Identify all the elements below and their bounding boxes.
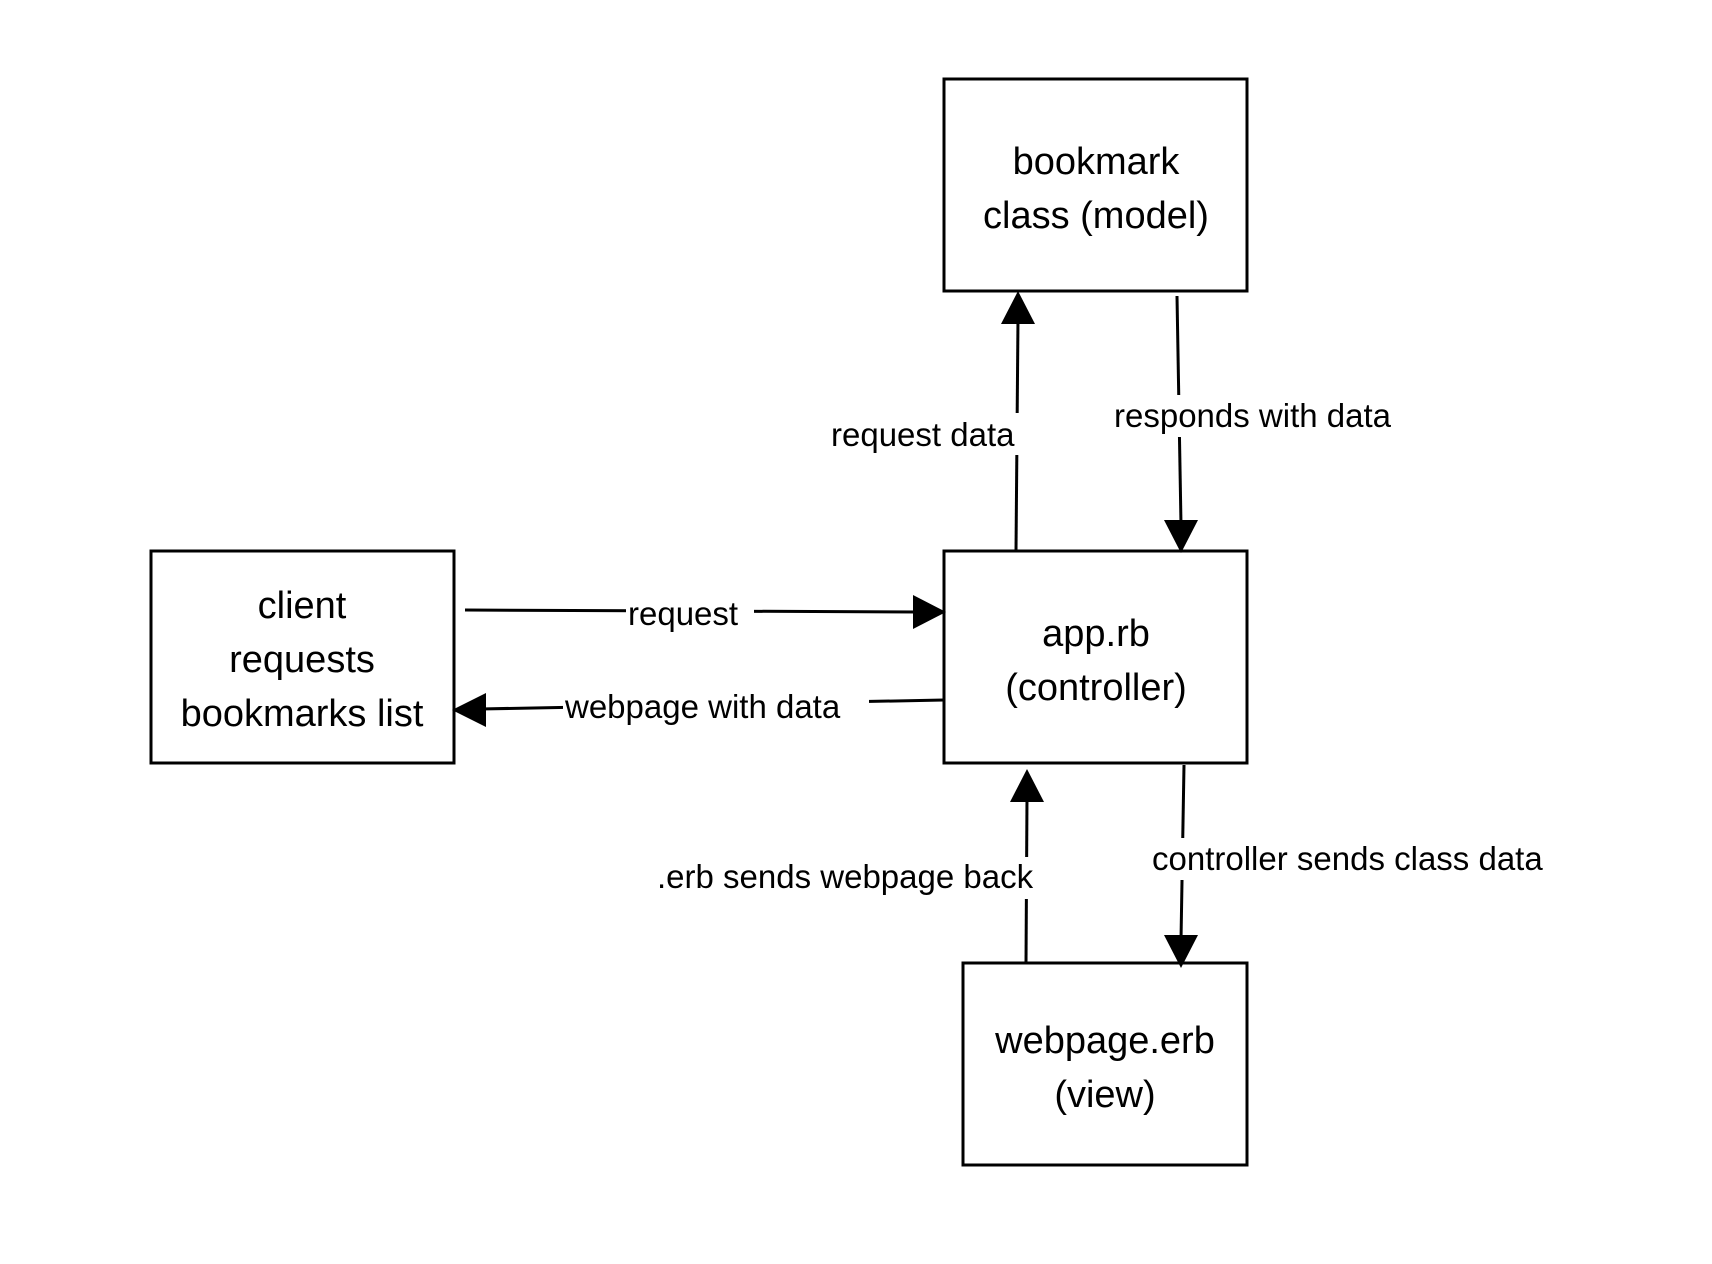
edge-request-data-label: request data bbox=[831, 416, 1015, 453]
edge-erb-sends-back-arrowhead bbox=[1010, 769, 1044, 802]
controller-box bbox=[942, 549, 1249, 765]
edge-controller-sends-arrowhead bbox=[1164, 935, 1198, 968]
model-label-line-2: class (model) bbox=[983, 195, 1209, 237]
controller-label-line-2: (controller) bbox=[1005, 667, 1187, 709]
edge-request-label: request bbox=[628, 595, 738, 632]
client-node: client requests bookmarks list bbox=[149, 549, 456, 765]
edge-request-data: request data bbox=[829, 291, 1035, 552]
controller-node: app.rb (controller) bbox=[942, 549, 1249, 765]
edge-request: request bbox=[464, 595, 946, 632]
edge-webpage-with-data-arrowhead bbox=[452, 693, 486, 727]
client-box bbox=[149, 549, 456, 765]
model-label-line-1: bookmark bbox=[1013, 141, 1181, 183]
edge-responds-with-data-label: responds with data bbox=[1114, 397, 1392, 434]
edge-webpage-with-data-label: webpage with data bbox=[564, 688, 841, 725]
view-node: webpage.erb (view) bbox=[961, 961, 1249, 1167]
client-label-line-3: bookmarks list bbox=[181, 693, 424, 735]
edge-request-data-arrowhead bbox=[1001, 291, 1035, 324]
edge-responds-with-data-arrowhead bbox=[1164, 520, 1198, 553]
edge-request-label-bg bbox=[626, 596, 754, 632]
controller-label-line-1: app.rb bbox=[1042, 613, 1150, 655]
edge-erb-sends-back-label-bg bbox=[655, 857, 1071, 899]
edge-webpage-with-data-label-bg bbox=[563, 688, 869, 728]
client-label-line-1: client bbox=[258, 585, 347, 627]
edge-erb-sends-back-label: .erb sends webpage back bbox=[657, 858, 1034, 895]
client-label-line-2: requests bbox=[229, 639, 375, 681]
edge-controller-sends-label-bg bbox=[1150, 838, 1584, 880]
edge-controller-sends-label: controller sends class data bbox=[1152, 840, 1543, 877]
model-box bbox=[942, 77, 1249, 293]
view-label-line-2: (view) bbox=[1054, 1074, 1155, 1116]
view-label-line-1: webpage.erb bbox=[994, 1020, 1215, 1062]
edge-request-arrowhead bbox=[913, 595, 946, 629]
view-box bbox=[961, 961, 1249, 1167]
model-node: bookmark class (model) bbox=[942, 77, 1249, 293]
edge-request-data-label-bg bbox=[829, 413, 1033, 455]
edge-responds-with-data-label-bg bbox=[1112, 395, 1420, 437]
edge-responds-with-data: responds with data bbox=[1112, 295, 1420, 553]
edge-erb-sends-back: .erb sends webpage back bbox=[655, 769, 1071, 964]
edge-webpage-with-data: webpage with data bbox=[452, 688, 945, 728]
edge-controller-sends: controller sends class data bbox=[1150, 764, 1584, 968]
